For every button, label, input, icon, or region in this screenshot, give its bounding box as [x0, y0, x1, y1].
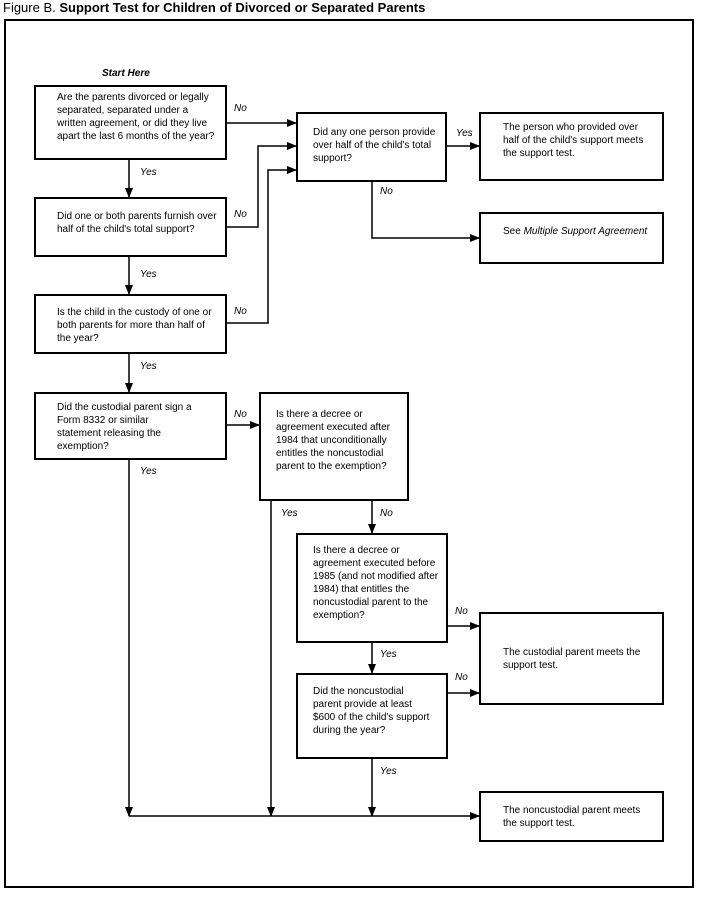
question-q8-box: Did the noncustodial parent provide at l… — [296, 673, 448, 759]
result-r2-link: Multiple Support Agreement — [523, 226, 648, 237]
arrow-q5-no-to-r2 — [371, 181, 480, 242]
diagram-frame — [4, 19, 694, 888]
result-r4-box: The noncustodial parent meets the suppor… — [479, 791, 664, 842]
figure-title-text: Support Test for Children of Divorced or… — [59, 0, 426, 15]
result-r4-text: The noncustodial parent meets the suppor… — [503, 805, 641, 829]
question-q2-text: Did one or both parents furnish over hal… — [57, 211, 217, 235]
edge-label-q3-yes: Yes — [140, 361, 157, 372]
result-r2-prefix: See — [503, 226, 521, 237]
question-q1-text: Are the parents divorced or legally sepa… — [57, 92, 215, 142]
edge-label-q7-yes: Yes — [380, 649, 397, 660]
question-q3-box: Is the child in the custody of one or bo… — [34, 294, 227, 354]
question-q4-box: Did the custodial parent sign a Form 833… — [34, 392, 227, 460]
question-q3-text: Is the child in the custody of one or bo… — [57, 307, 212, 344]
edge-label-q3-no: No — [234, 306, 247, 317]
question-q6-box: Is there a decree or agreement executed … — [259, 392, 409, 501]
edge-label-q2-no: No — [234, 209, 247, 220]
figure-title: Figure B. Support Test for Children of D… — [3, 0, 425, 15]
edge-label-q6-no: No — [380, 508, 393, 519]
arrow-q3-no-to-q5 — [226, 166, 297, 324]
question-q5-text: Did any one person provide over half of … — [313, 127, 436, 164]
edge-label-q5-yes: Yes — [456, 128, 473, 139]
edge-label-q4-yes: Yes — [140, 466, 157, 477]
edge-label-q6-yes: Yes — [281, 508, 298, 519]
result-r3-text: The custodial parent meets the support t… — [503, 647, 641, 671]
edge-label-q1-yes: Yes — [140, 167, 157, 178]
result-r2-box: See Multiple Support Agreement — [479, 212, 664, 264]
question-q7-text: Is there a decree or agreement executed … — [313, 545, 439, 621]
result-r3-box: The custodial parent meets the support t… — [479, 612, 664, 705]
result-r1-text: The person who provided over half of the… — [503, 122, 644, 159]
edge-label-q1-no: No — [234, 103, 247, 114]
edge-label-q5-no: No — [380, 186, 393, 197]
question-q1-box: Are the parents divorced or legally sepa… — [34, 85, 227, 160]
question-q6-text: Is there a decree or agreement executed … — [276, 409, 390, 472]
edge-label-q4-no: No — [234, 409, 247, 420]
arrow-q2-no-to-q5 — [226, 142, 297, 228]
question-q5-box: Did any one person provide over half of … — [296, 112, 447, 182]
question-q8-text: Did the noncustodial parent provide at l… — [313, 686, 430, 736]
result-r2-text: See Multiple Support Agreement — [503, 225, 653, 238]
question-q7-box: Is there a decree or agreement executed … — [296, 533, 448, 643]
edge-label-q2-yes: Yes — [140, 269, 157, 280]
edge-label-q8-yes: Yes — [380, 766, 397, 777]
result-r1-box: The person who provided over half of the… — [479, 112, 664, 181]
edge-label-q8-no: No — [455, 672, 468, 683]
question-q2-box: Did one or both parents furnish over hal… — [34, 197, 227, 257]
start-here-label: Start Here — [102, 68, 150, 79]
figure-prefix: Figure B. — [3, 0, 56, 15]
edge-label-q7-no: No — [455, 606, 468, 617]
question-q4-text: Did the custodial parent sign a Form 833… — [57, 402, 192, 452]
